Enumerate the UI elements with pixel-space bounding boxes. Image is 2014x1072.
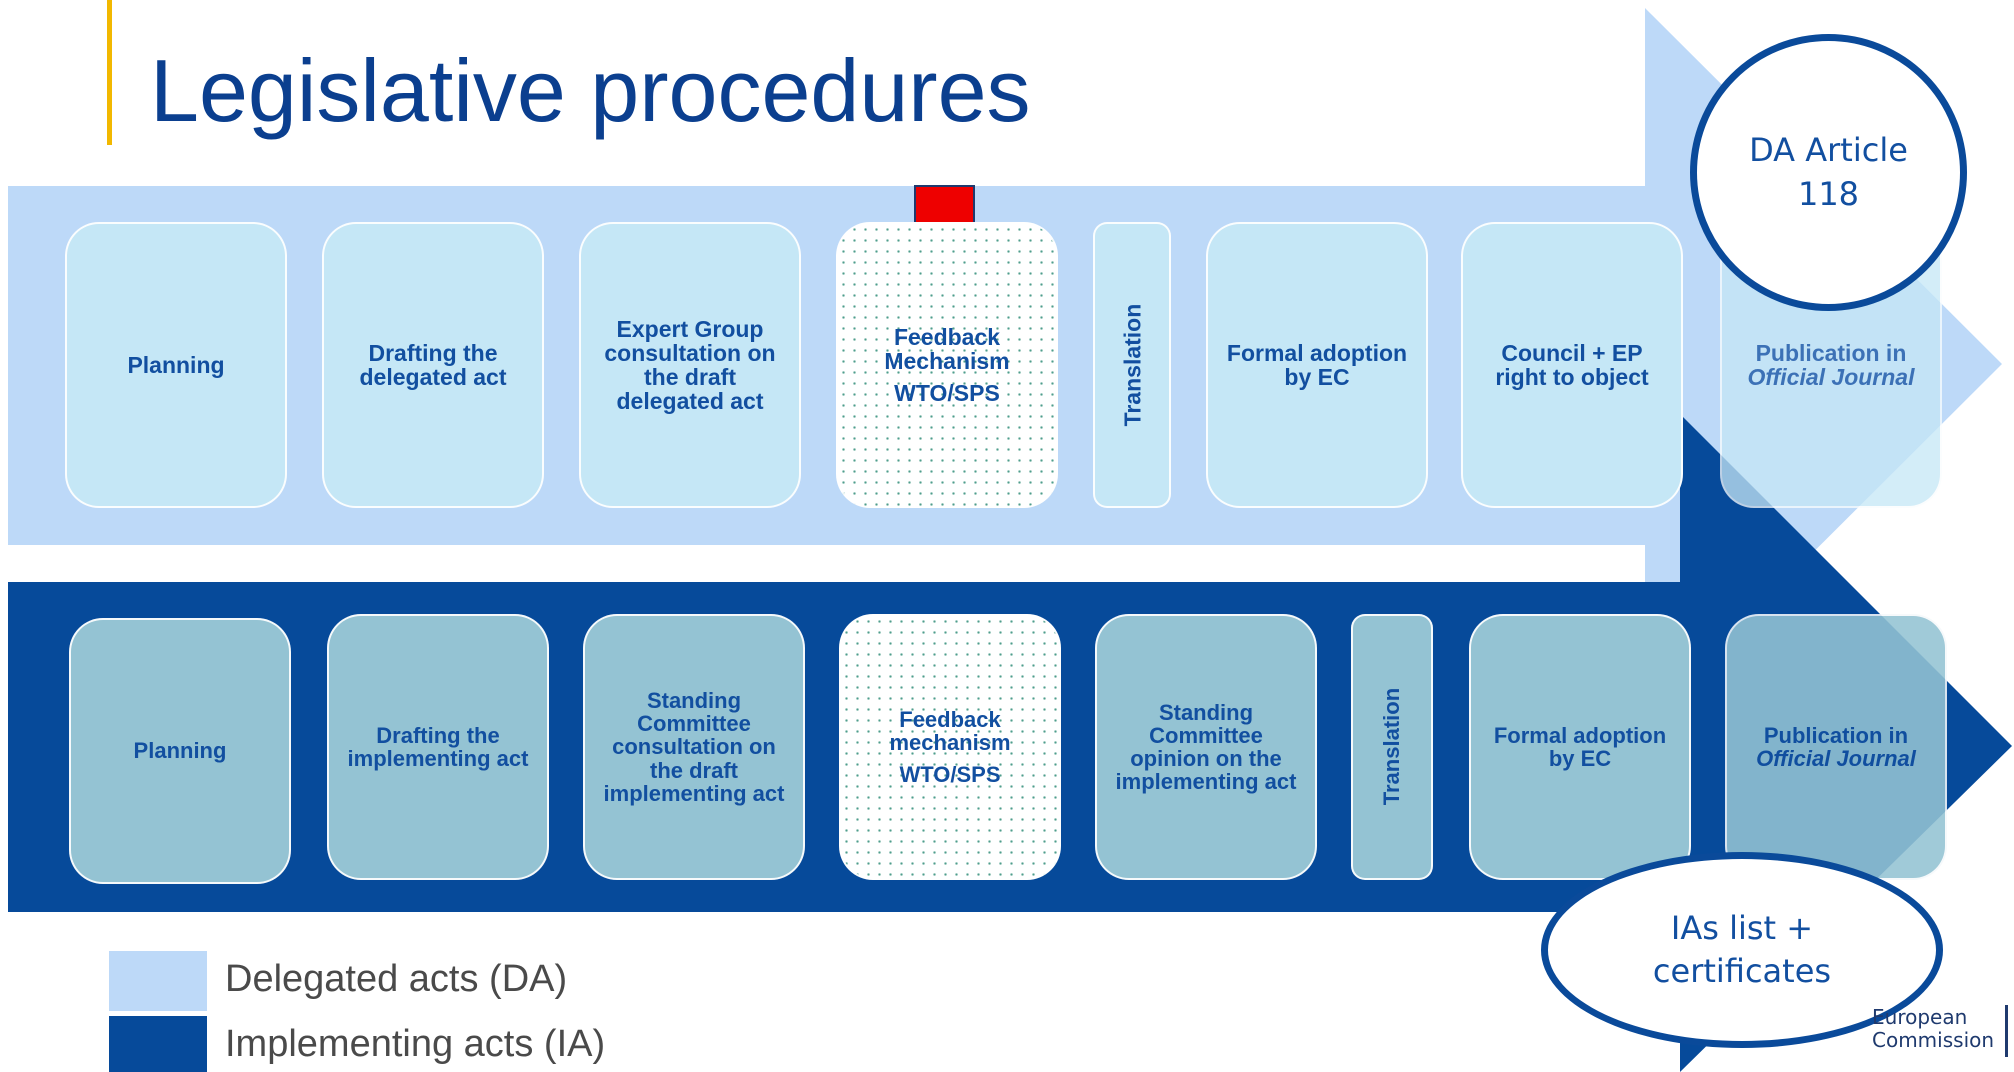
ia-step-formal-adoption: Formal adoption by EC	[1469, 614, 1691, 880]
ia-step-sub: WTO/SPS	[899, 761, 1001, 787]
da-step-formal-adoption: Formal adoption by EC	[1206, 222, 1428, 508]
da-step-label: Expert Group consultation on the draft d…	[604, 315, 776, 415]
ia-step-label: Formal adoption by EC	[1493, 722, 1667, 771]
european-commission-logo: European Commission	[1872, 1006, 2014, 1052]
da-step-expert-group: Expert Group consultation on the draft d…	[579, 222, 801, 508]
legend-label-da: Delegated acts (DA)	[225, 958, 568, 1000]
ia-step-label: Standing Committee opinion on the implem…	[1115, 699, 1297, 795]
ia-step-planning: Planning	[69, 618, 291, 884]
ia-step-standing-committee-opinion: Standing Committee opinion on the implem…	[1095, 614, 1317, 880]
da-step-label: Publication in	[1755, 339, 1907, 366]
ia-step-standing-committee-consultation: Standing Committee consultation on the d…	[583, 614, 805, 880]
legend-swatch-da	[109, 951, 207, 1011]
da-step-label: Planning	[127, 351, 225, 378]
da-step-italic: Official Journal	[1747, 364, 1915, 390]
ia-step-translation: Translation	[1351, 614, 1433, 880]
legend-label-ia: Implementing acts (IA)	[225, 1023, 606, 1065]
logo-line1: European	[1872, 1005, 1968, 1029]
ia-step-label: Drafting the implementing act	[347, 722, 529, 771]
ia-step-label: Standing Committee consultation on the d…	[603, 688, 785, 806]
ia-step-italic: Official Journal	[1756, 746, 1916, 771]
da-callout-text: DA Article 118	[1749, 131, 1908, 213]
ia-step-drafting: Drafting the implementing act	[327, 614, 549, 880]
da-step-label: Formal adoption by EC	[1226, 339, 1408, 390]
ia-callout-text: IAs list + certificates	[1652, 908, 1832, 990]
da-step-label: Drafting the delegated act	[359, 339, 507, 390]
da-article-callout: DA Article 118	[1690, 34, 1967, 311]
ia-step-label: Feedback mechanism	[889, 707, 1011, 756]
da-step-label: Council + EP right to object	[1495, 339, 1649, 390]
legend-swatch-ia	[109, 1016, 207, 1072]
da-step-translation: Translation	[1093, 222, 1171, 508]
page-title: Legislative procedures	[150, 41, 1031, 140]
da-step-label: Translation	[1118, 303, 1145, 427]
title-accent-bar	[107, 0, 112, 145]
da-step-council-ep: Council + EP right to object	[1461, 222, 1683, 508]
ia-step-label: Translation	[1379, 688, 1405, 806]
ia-list-callout: IAs list + certificates	[1541, 852, 1943, 1048]
logo-divider	[2005, 1005, 2008, 1057]
ia-step-label: Publication in	[1763, 722, 1909, 748]
ia-step-label: Planning	[133, 738, 227, 764]
da-step-drafting: Drafting the delegated act	[322, 222, 544, 508]
da-step-label: Feedback Mechanism	[884, 323, 1010, 374]
logo-line2: Commission	[1872, 1028, 1995, 1052]
da-step-planning: Planning	[65, 222, 287, 508]
da-step-sub: WTO/SPS	[894, 380, 1000, 407]
